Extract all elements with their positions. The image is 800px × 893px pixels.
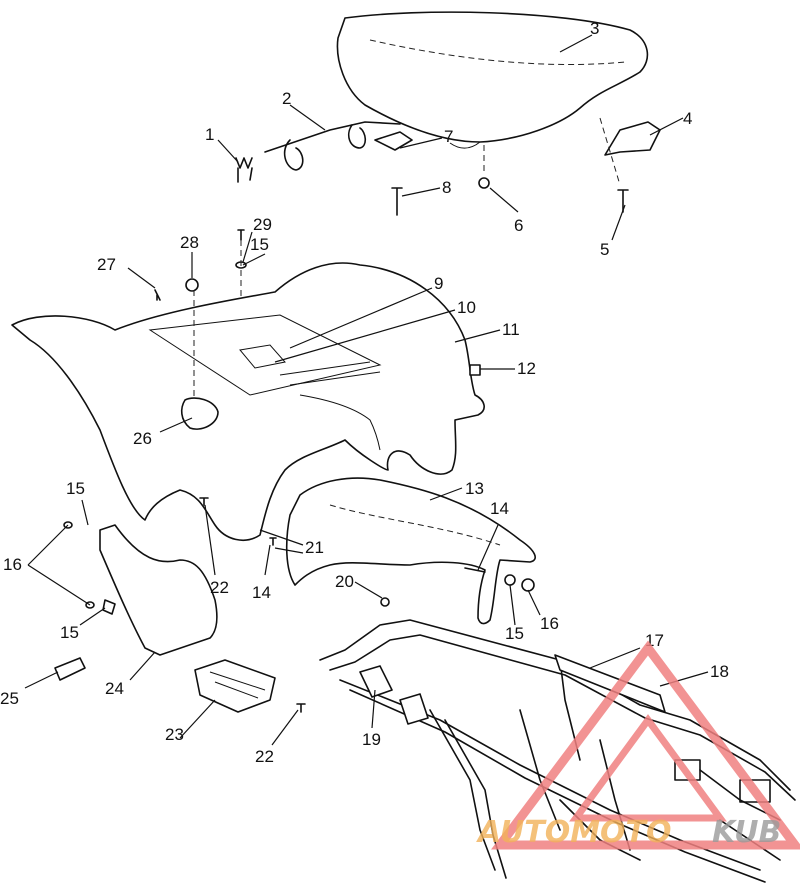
callout-labels: 1 2 3 4 5 6 7 8 9 10 11 12 13 14 14 15 1… [0, 19, 729, 766]
callout-13: 13 [465, 479, 484, 498]
callout-29: 29 [253, 215, 272, 234]
footrest-plate [194, 659, 276, 713]
callout-7: 7 [444, 127, 453, 146]
fasteners [63, 229, 535, 713]
callout-23: 23 [165, 725, 184, 744]
callout-19: 19 [362, 730, 381, 749]
watermark-triangle-icon [490, 640, 800, 850]
callout-14-a: 14 [490, 499, 509, 518]
callout-10: 10 [457, 298, 476, 317]
callout-27: 27 [97, 255, 116, 274]
callout-22-b: 22 [255, 747, 274, 766]
mud-flap [99, 524, 218, 656]
rear-fender [11, 262, 485, 541]
callout-22-a: 22 [210, 578, 229, 597]
callout-3: 3 [590, 19, 599, 38]
callout-1: 1 [205, 125, 214, 144]
callout-15-d: 15 [505, 624, 524, 643]
callout-8: 8 [442, 178, 451, 197]
watermark-text-orange: AUTOMOTO [476, 815, 672, 850]
seat-hook [599, 117, 661, 186]
callout-6: 6 [514, 216, 523, 235]
callout-25: 25 [0, 689, 19, 708]
callout-16-a: 16 [3, 555, 22, 574]
callout-20: 20 [335, 572, 354, 591]
callout-16-b: 16 [540, 614, 559, 633]
callout-14-b: 14 [252, 583, 271, 602]
watermark-logo: AUTOMOTO KUB [476, 640, 800, 850]
callout-4: 4 [683, 109, 692, 128]
callout-11: 11 [502, 320, 520, 339]
grommet-6 [478, 145, 490, 189]
seat [336, 11, 649, 149]
watermark-text-gray: KUB [712, 815, 781, 850]
callout-12: 12 [517, 359, 536, 378]
callout-24: 24 [105, 679, 124, 698]
callout-2: 2 [282, 89, 291, 108]
callout-15-c: 15 [60, 623, 79, 642]
spring [235, 157, 253, 183]
callout-21: 21 [305, 538, 324, 557]
callout-5: 5 [600, 240, 609, 259]
callout-9: 9 [434, 274, 443, 293]
bracket [374, 131, 413, 151]
screw-8 [391, 187, 403, 216]
leader-lines [24, 34, 709, 746]
callout-18: 18 [710, 662, 729, 681]
callout-26: 26 [133, 429, 152, 448]
seat-latch-rod [264, 121, 401, 171]
screw-5 [617, 189, 629, 213]
front-fender-panel [285, 477, 536, 625]
bracket-25 [54, 657, 86, 681]
callout-28: 28 [180, 233, 199, 252]
callout-15-a: 15 [250, 235, 269, 254]
callout-15-b: 15 [66, 479, 85, 498]
